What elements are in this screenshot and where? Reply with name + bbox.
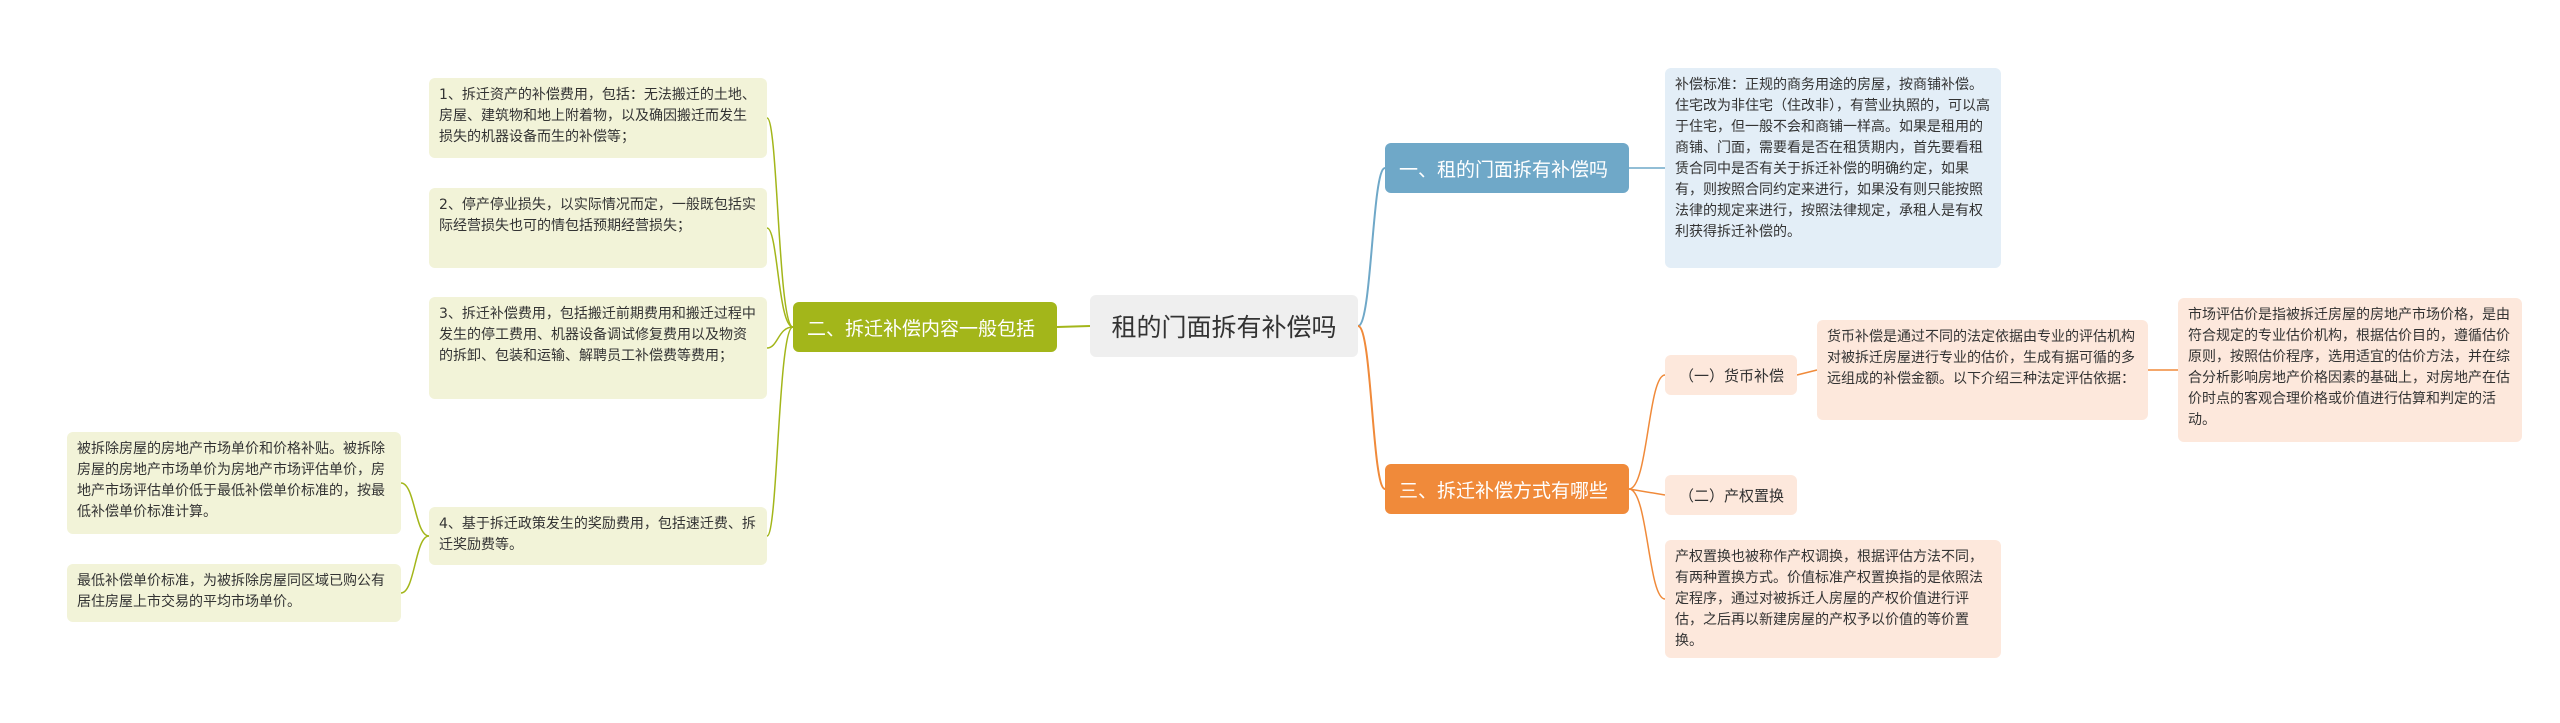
content-item-1[interactable]: 1、拆迁资产的补偿费用，包括：无法搬迁的土地、房屋、建筑物和地上附着物，以及确因… [429,78,767,158]
link-b3-o3 [1628,488,1666,600]
content-item-3[interactable]: 3、拆迁补偿费用，包括搬迁前期费用和搬迁过程中发生的停工费用、机器设备调试修复费… [429,297,767,399]
content-item-4[interactable]: 4、基于拆迁政策发生的奖励费用，包括速迁费、拆迁奖励费等。 [429,507,767,565]
monetary-compensation-note[interactable]: 货币补偿是通过不同的法定依据由专业的评估机构对被拆迁房屋进行专业的估价，生成有据… [1817,320,2148,420]
minimum-unit-price-note[interactable]: 最低补偿单价标准，为被拆除房屋同区域已购公有居住房屋上市交易的平均市场单价。 [67,564,401,622]
link-g4-g6 [400,535,430,594]
link-b3-s2 [1628,488,1666,496]
market-unit-price-note[interactable]: 被拆除房屋的房地产市场单价和价格补贴。被拆除房屋的房地产市场单价为房地产市场评估… [67,432,401,534]
root-topic[interactable]: 租的门面拆有补偿吗 [1090,295,1358,357]
property-exchange-topic[interactable]: （二）产权置换 [1665,475,1797,515]
branch-1-topic[interactable]: 一、租的门面拆有补偿吗 [1385,143,1629,193]
monetary-compensation-topic[interactable]: （一）货币补偿 [1665,355,1797,395]
property-exchange-note[interactable]: 产权置换也被称作产权调换，根据评估方法不同，有两种置换方式。价值标准产权置换指的… [1665,540,2001,658]
link-g4-g5 [400,482,430,537]
content-item-2[interactable]: 2、停产停业损失，以实际情况而定，一般既包括实际经营损失也可的情包括预期经营损失… [429,188,767,268]
link-b2-g1 [766,117,794,328]
link-root-b1 [1357,167,1386,327]
link-s1-o1 [1796,369,1818,376]
link-root-b2 [1056,325,1091,328]
link-b2-g3 [766,326,794,349]
link-b2-g2 [766,227,794,328]
link-b2-g4 [766,326,794,537]
market-valuation-note[interactable]: 市场评估价是指被拆迁房屋的房地产市场价格，是由符合规定的专业估价机构，根据估价目… [2178,298,2522,442]
branch-3-topic[interactable]: 三、拆迁补偿方式有哪些 [1385,464,1629,514]
link-root-b3 [1357,325,1386,490]
compensation-standard-note[interactable]: 补偿标准：正规的商务用途的房屋，按商铺补偿。住宅改为非住宅（住改非），有营业执照… [1665,68,2001,268]
link-b3-s1 [1628,374,1666,490]
branch-2-topic[interactable]: 二、拆迁补偿内容一般包括 [793,302,1057,352]
